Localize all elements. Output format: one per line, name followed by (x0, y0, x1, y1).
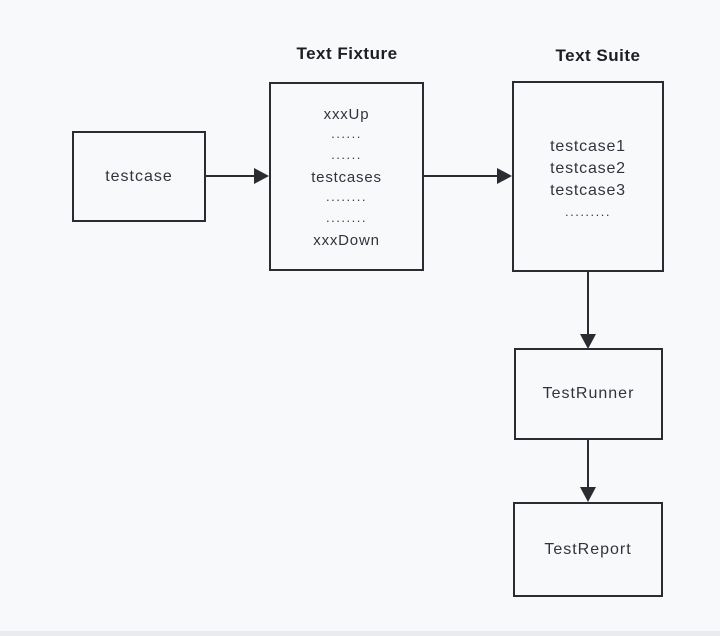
fixture-rows: xxxUp ...... ...... testcases ........ .… (269, 104, 424, 251)
arrow-fixture-to-suite-line (424, 175, 498, 177)
arrow-suite-to-runner-line (587, 272, 589, 335)
report-label: TestReport (544, 540, 632, 558)
report-box: TestReport (513, 502, 663, 597)
fixture-row-dots-1: ...... (331, 126, 362, 141)
runner-box: TestRunner (514, 348, 663, 440)
arrow-suite-to-runner-head-icon (580, 334, 596, 349)
fixture-row-teardown: xxxDown (313, 232, 380, 249)
fixture-row-setup: xxxUp (323, 106, 370, 123)
suite-rows: testcase1 testcase2 testcase3 ......... (512, 136, 664, 224)
arrow-runner-to-report-line (587, 440, 589, 488)
arrow-runner-to-report-head-icon (580, 487, 596, 502)
arrow-testcase-to-fixture-line (206, 175, 255, 177)
suite-box (512, 81, 664, 272)
arrow-testcase-to-fixture-head-icon (254, 168, 269, 184)
fixture-row-testcases: testcases (311, 169, 382, 186)
fixture-row-dots-2: ...... (331, 147, 362, 162)
arrow-fixture-to-suite-head-icon (497, 168, 512, 184)
suite-row-testcase2: testcase2 (550, 160, 626, 177)
suite-row-testcase1: testcase1 (550, 138, 626, 155)
suite-title: Text Suite (555, 46, 641, 65)
fixture-title: Text Fixture (296, 44, 398, 63)
fixture-box (269, 82, 424, 271)
fixture-row-dots-4: ........ (326, 210, 367, 225)
testcase-label: testcase (105, 167, 173, 185)
fixture-row-dots-3: ........ (326, 189, 367, 204)
testcase-box: testcase (72, 131, 206, 222)
suite-row-testcase3: testcase3 (550, 182, 626, 199)
suite-row-dots: ......... (564, 204, 611, 219)
runner-label: TestRunner (542, 385, 635, 402)
bottom-edge-strip (0, 631, 720, 636)
